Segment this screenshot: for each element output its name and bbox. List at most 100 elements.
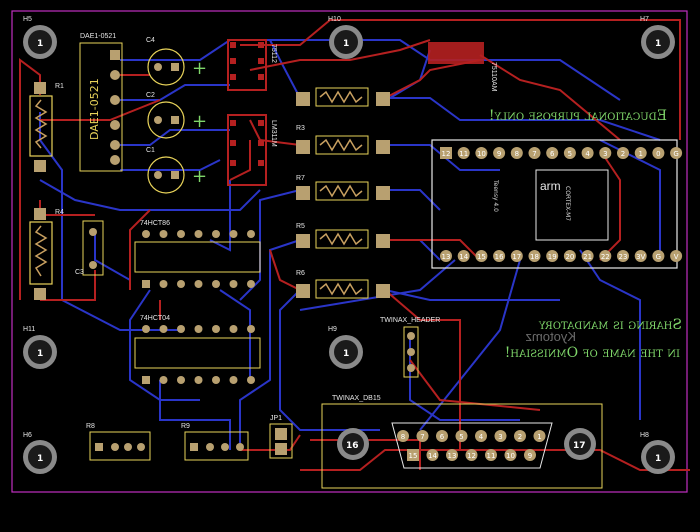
db15-top-pin: 2 [514,430,526,442]
teensy-bottom-pin: G [652,250,665,262]
dip-pin [194,325,203,333]
teensy-top-pin-label: 12 [442,150,451,158]
capacitor-c1: C1 + [146,147,207,194]
teensy-bottom-pin: 16 [493,250,506,262]
capacitor-c3: C3 [75,220,104,276]
svg-text:17: 17 [573,441,586,451]
teensy-top-pin: 9 [493,147,506,159]
mounting-hole-h7: H7 1 [640,16,675,59]
svg-text:1: 1 [37,349,43,359]
db15-bottom-pin-label: 13 [448,452,457,460]
teensy-top-pin: 0 [652,147,665,159]
db15-bottom-pin: 14 [426,449,439,461]
teensy-top-pin: 3 [599,147,612,159]
db15-top-pin-label: 8 [401,433,405,441]
teensy-bottom-pin-label: 19 [548,253,557,261]
dip-pin [247,280,255,288]
teensy-bottom-pin-label: 23 [619,253,628,261]
twinax-header: TWINAX_HEADER [380,317,440,378]
db15-bottom-pin-label: 11 [487,452,496,460]
svg-text:1: 1 [655,454,661,464]
teensy-bottom-pin-label: 21 [583,253,592,261]
resistor-r7: R7 [296,175,390,201]
svg-text:C2: C2 [146,92,155,99]
ic-75110am: 75110AM [428,42,497,92]
svg-text:H5: H5 [23,16,32,23]
db15-top-pin: 3 [494,430,507,442]
svg-text:C1: C1 [146,147,155,154]
svg-text:R3: R3 [296,125,305,132]
resistor-r3: R3 [296,125,390,155]
teensy-bottom-pin: 18 [528,250,541,262]
teensy-model: Teensy 4.0 [492,179,499,212]
teensy-bottom-pin-label: 17 [512,253,521,261]
teensy-top-pin-label: 9 [497,150,501,158]
teensy-top-pin-label: 11 [459,150,468,158]
teensy-bottom-pin: 15 [475,250,488,262]
teensy-bottom-pin: 23 [617,250,629,262]
teensy-top-pin: G [670,147,683,159]
teensy-bottom-pin-label: G [656,253,661,261]
teensy-top-pin: 1 [634,147,647,159]
ic-lm311m: LM311M [227,114,277,186]
db15-bottom-pin: 12 [465,449,478,461]
ic-74hct04: 74HCT04 [134,315,261,384]
teensy-bottom-pin-label: 14 [459,253,468,261]
ic-lm311m-label: LM311M [270,120,277,147]
db15-top-pin: 8 [397,430,409,442]
teensy-top-pin: 12 [440,147,452,159]
svg-text:R8: R8 [86,423,95,430]
teensy-top-pin-label: 0 [656,150,660,158]
resistor-r4: R4 [29,208,64,300]
dip-pin [159,376,168,384]
ic-75112: 75112 [227,39,277,91]
teensy-top-pin-label: 4 [585,150,590,158]
svg-text:C3: C3 [75,269,84,276]
svg-text:in the name of Omnissiah!: in the name of Omnissiah! [505,345,680,361]
db15-bottom-pin-label: 15 [409,452,418,460]
svg-text:DAE1-0521: DAE1-0521 [88,78,101,140]
note-sharing: Sharing is mandatory [539,317,682,333]
db15-top-pin-label: 5 [459,433,463,441]
svg-text:1: 1 [343,39,349,49]
connector-r9: R9 [181,423,249,461]
teensy-bottom-pin-label: 22 [601,253,610,261]
teensy-top-pin-label: 6 [550,150,555,158]
dip-pin [194,376,203,384]
svg-text:R7: R7 [296,175,305,182]
db15-top-pin: 5 [455,430,468,442]
svg-text:R9: R9 [181,423,190,430]
dip-pin [159,230,168,238]
db15-top-pin-label: 3 [498,433,502,441]
svg-text:+: + [192,111,207,132]
teensy-bottom-pin-label: 3V [636,253,645,261]
dip-pin [229,280,238,288]
resistor-r6: R6 [296,270,390,299]
svg-text:Kyotomz: Kyotomz [525,329,576,344]
teensy-top-pin-label: 8 [515,150,519,158]
dae-module: DAE1-0521 DAE1-0521 [79,33,123,172]
dip-pin [177,280,185,288]
teensy-bottom-pin-label: 20 [565,253,574,261]
capacitor-c2: C2 + [146,92,207,139]
svg-text:1: 1 [37,39,43,49]
svg-text:H10: H10 [328,16,341,23]
db15-bottom-pin: 9 [524,449,536,461]
svg-text:R1: R1 [55,83,64,90]
teensy-top-pin-label: G [673,150,678,158]
teensy-top-pin: 2 [617,147,629,159]
mounting-hole-h9: H9 1 [328,326,363,369]
svg-text:+: + [192,58,207,79]
teensy-top-pin-label: 1 [638,150,642,158]
teensy-bottom-pin: 20 [563,250,576,262]
mounting-hole-h11: H11 1 [23,326,57,369]
mounting-hole-h8: H8 1 [640,432,675,474]
teensy-bottom-pin-label: 13 [442,253,451,261]
svg-text:H9: H9 [328,326,337,333]
teensy-top-pin-label: 10 [477,150,486,158]
teensy-bottom-pin: 22 [599,250,612,262]
teensy-top-pin-label: 7 [532,150,536,158]
